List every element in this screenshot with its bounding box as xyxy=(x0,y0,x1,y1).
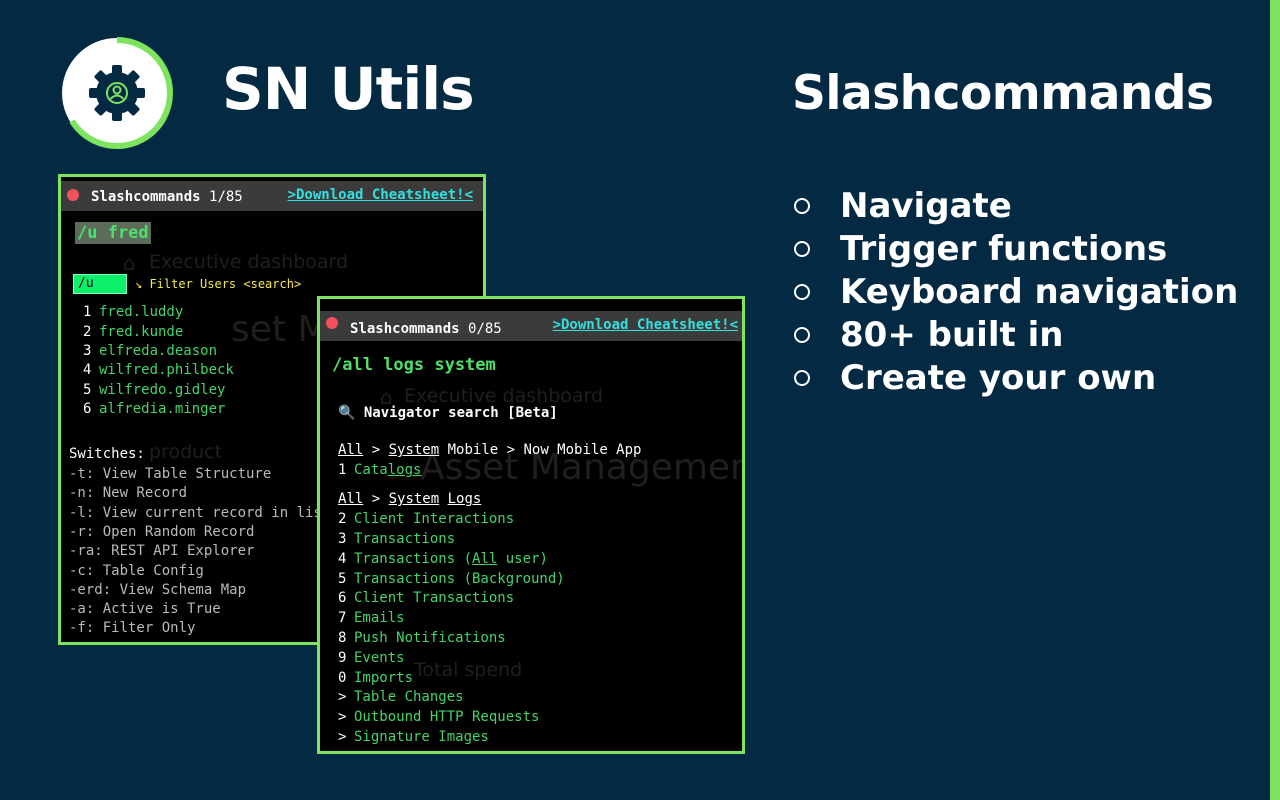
ghost-home-icon: ⌂ xyxy=(123,251,136,275)
switches-label: Switches: xyxy=(69,446,145,462)
ghost-text: Executive dashboard xyxy=(149,251,349,273)
switch-item: -c: Table Config xyxy=(69,563,204,579)
close-dot-icon[interactable] xyxy=(326,317,338,329)
command-input[interactable]: /all logs system xyxy=(332,355,496,375)
switch-item: -ra: REST API Explorer xyxy=(69,543,255,559)
switch-item: -a: Active is True xyxy=(69,601,221,617)
command-input[interactable]: /u fred xyxy=(75,222,151,244)
bullet-icon xyxy=(794,369,810,386)
gear-user-icon xyxy=(62,37,173,149)
bullet-icon xyxy=(794,240,810,257)
right-accent-bar xyxy=(1270,0,1280,800)
filter-input[interactable]: /u xyxy=(73,274,127,294)
list-item[interactable]: >Outbound HTTP Requests xyxy=(338,709,540,725)
navigator-search-label: 🔍 Navigator search [Beta] xyxy=(338,405,558,421)
ghost-home-icon: ⌂ xyxy=(380,385,393,409)
bullet-icon xyxy=(794,283,810,300)
feature-title: Slashcommands xyxy=(792,66,1214,121)
download-cheatsheet-link[interactable]: >Download Cheatsheet!< xyxy=(287,187,473,203)
app-title: SN Utils xyxy=(222,55,475,123)
close-dot-icon[interactable] xyxy=(67,189,79,201)
breadcrumb: All > System Logs xyxy=(338,491,482,507)
feature-list: Navigate Trigger functions Keyboard navi… xyxy=(792,184,1238,399)
feature-item: Trigger functions xyxy=(792,227,1238,270)
feature-item: 80+ built in xyxy=(792,313,1238,356)
feature-item: Navigate xyxy=(792,184,1238,227)
breadcrumb: All > System Mobile > Now Mobile App xyxy=(338,442,642,458)
switch-item: -t: View Table Structure xyxy=(69,466,272,482)
bullet-icon xyxy=(794,326,810,343)
ghost-text: product xyxy=(149,441,223,463)
switch-item: -erd: View Schema Map xyxy=(69,582,247,598)
window-header: Slashcommands 1/85 >Download Cheatsheet!… xyxy=(61,181,483,211)
feature-item: Keyboard navigation xyxy=(792,270,1238,313)
switch-item: -r: Open Random Record xyxy=(69,524,255,540)
switch-item: -f: Filter Only xyxy=(69,620,196,636)
bullet-icon xyxy=(794,197,810,214)
list-item[interactable]: >Signature Images xyxy=(338,729,489,745)
ghost-text: Total spend xyxy=(414,659,523,681)
search-icon: 🔍 xyxy=(338,405,356,421)
slashcommands-window-navigator: Slashcommands 0/85 >Download Cheatsheet!… xyxy=(317,296,745,754)
window-title: Slashcommands 1/85 xyxy=(91,189,243,205)
window-header: Slashcommands 0/85 >Download Cheatsheet!… xyxy=(320,311,742,341)
filter-hint: ↘ Filter Users <search> xyxy=(135,277,302,291)
download-cheatsheet-link[interactable]: >Download Cheatsheet!< xyxy=(552,317,738,333)
window-title: Slashcommands 0/85 xyxy=(350,321,502,337)
ghost-text: Executive dashboard xyxy=(404,385,604,407)
switch-item: -l: View current record in list xyxy=(69,505,331,521)
list-item[interactable]: >Table Changes xyxy=(338,689,464,705)
ghost-text: Asset Management xyxy=(420,447,745,488)
feature-item: Create your own xyxy=(792,356,1238,399)
switch-item: -n: New Record xyxy=(69,485,188,501)
